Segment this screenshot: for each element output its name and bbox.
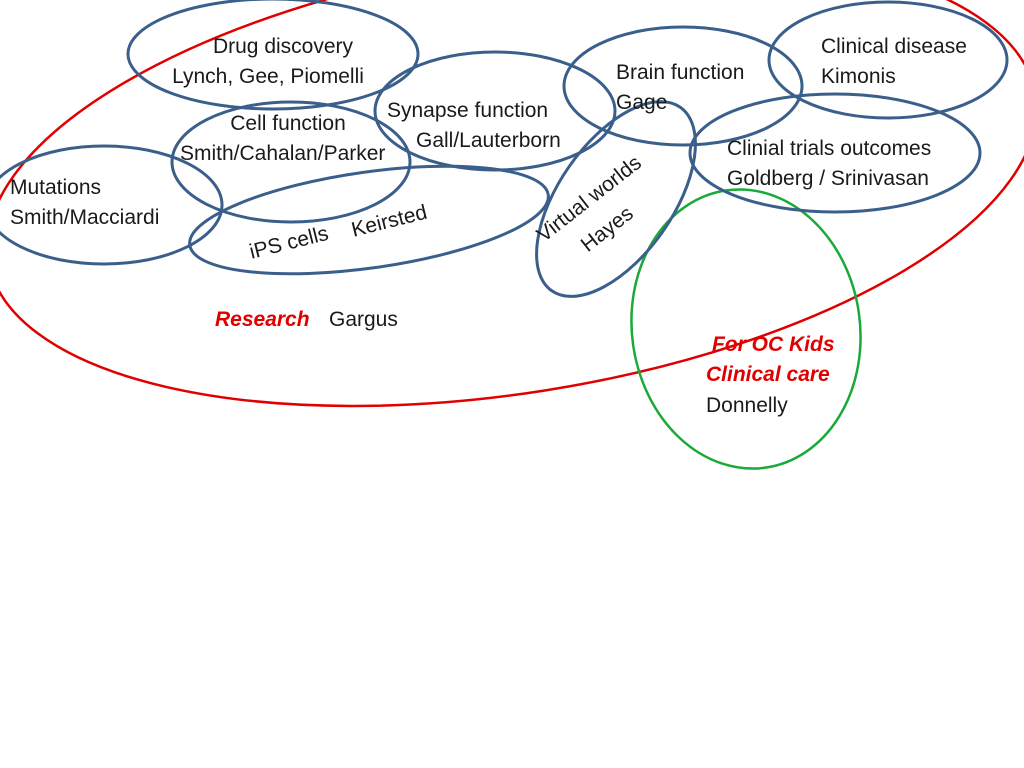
clinical-trials-title: Clinial trials outcomes (727, 137, 932, 160)
clinical-disease-title: Clinical disease (821, 35, 967, 58)
brain-function-title: Brain function (616, 61, 745, 84)
research-label: Research (215, 308, 310, 331)
virtual-worlds-oval (535, 100, 697, 298)
synapse-function-people: Gall/Lauterborn (416, 129, 561, 152)
mutations-title: Mutations (10, 176, 102, 199)
research-oval (0, 0, 1024, 408)
synapse-function-title: Synapse function (387, 99, 549, 122)
mutations-oval (0, 144, 224, 266)
cell-function-oval (170, 100, 412, 224)
clinical-disease-oval (767, 0, 1009, 120)
clinical-care-lead: Donnelly (706, 394, 788, 417)
brain-function-people: Gage (616, 91, 668, 114)
clinical-disease-people: Kimonis (821, 65, 896, 88)
cell-function-people: Smith/Cahalan/Parker (180, 142, 386, 165)
brain-function-oval (562, 25, 804, 147)
clinical-care-line2: Clinical care (706, 363, 830, 386)
clinical-trials-oval (688, 92, 982, 214)
drug-discovery-title: Drug discovery (212, 35, 354, 58)
ips-cells-oval (188, 164, 550, 276)
cell-function-title: Cell function (230, 112, 346, 135)
mutations-people: Smith/Macciardi (10, 206, 160, 229)
drug-discovery-people: Lynch, Gee, Piomelli (172, 65, 364, 88)
clinical-care-oval (630, 188, 862, 470)
drug-discovery-oval (126, 0, 420, 111)
clinical-care-line1: For OC Kids (712, 333, 835, 356)
clinical-trials-people: Goldberg / Srinivasan (727, 167, 929, 190)
research-lead: Gargus (329, 308, 398, 331)
